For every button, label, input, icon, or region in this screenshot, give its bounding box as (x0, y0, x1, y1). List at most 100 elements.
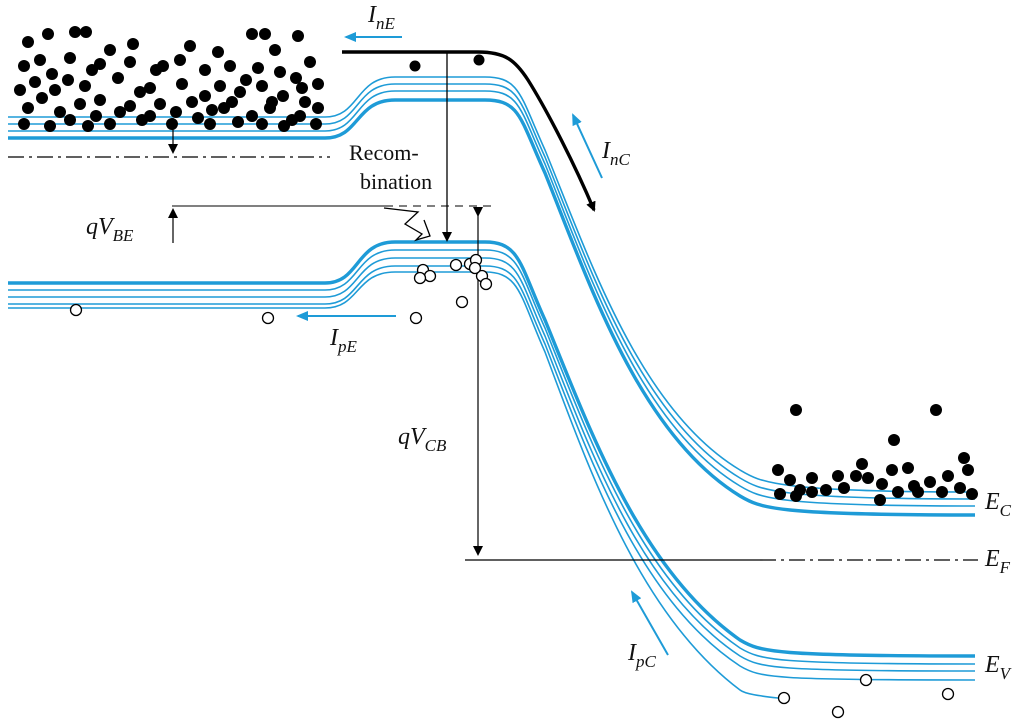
electron (820, 484, 832, 496)
electron (36, 92, 48, 104)
electron (112, 72, 124, 84)
label-e-f: EF (984, 546, 1011, 577)
hole (777, 691, 791, 705)
hole (413, 271, 427, 285)
electron (958, 452, 970, 464)
hole (468, 261, 482, 275)
electron (186, 96, 198, 108)
label-e-v: EV (984, 652, 1013, 683)
electron (886, 464, 898, 476)
electron (22, 36, 34, 48)
electron (312, 78, 324, 90)
label-i-pc: IpC (627, 640, 657, 671)
recombination-zigzag (383, 207, 431, 242)
electron (134, 86, 146, 98)
electron (184, 40, 196, 52)
electron (294, 110, 306, 122)
electron (144, 82, 156, 94)
electron (104, 118, 116, 130)
electron-flow-curve (342, 50, 596, 212)
electron (912, 486, 924, 498)
electron (79, 80, 91, 92)
electron (966, 488, 978, 500)
electron (296, 82, 308, 94)
electron (74, 98, 86, 110)
electron (22, 102, 34, 114)
electron (192, 112, 204, 124)
electron (772, 464, 784, 476)
hole (941, 687, 955, 701)
electron (64, 52, 76, 64)
electron (277, 90, 289, 102)
electron (954, 482, 966, 494)
electron (176, 78, 188, 90)
electron (34, 54, 46, 66)
electron (838, 482, 850, 494)
electron (199, 90, 211, 102)
electron (874, 494, 886, 506)
electron (124, 100, 136, 112)
electron (962, 464, 974, 476)
electron (246, 28, 258, 40)
electron (157, 60, 169, 72)
electron (942, 470, 954, 482)
label-i-pe: IpE (329, 325, 358, 356)
electron (892, 486, 904, 498)
electron (174, 54, 186, 66)
electron (862, 472, 874, 484)
electron (806, 472, 818, 484)
electron (278, 120, 290, 132)
electron (234, 86, 246, 98)
electron (29, 76, 41, 88)
electron (246, 110, 258, 122)
emitter-electrons (14, 26, 324, 132)
electron (259, 28, 271, 40)
electron (82, 120, 94, 132)
label-recombination-line1: Recom- (349, 140, 419, 165)
electron (212, 46, 224, 58)
electron (256, 80, 268, 92)
electron (292, 30, 304, 42)
electron (299, 96, 311, 108)
electron (850, 470, 862, 482)
label-i-nc: InC (601, 138, 631, 169)
electron (304, 56, 316, 68)
electron (806, 486, 818, 498)
electron (269, 44, 281, 56)
electron (856, 458, 868, 470)
hole (409, 311, 423, 325)
hole (261, 311, 275, 325)
electron (310, 118, 322, 130)
electron (214, 80, 226, 92)
electron (888, 434, 900, 446)
collector-electrons (772, 404, 978, 506)
i-pc-arrow (631, 590, 669, 656)
electron (46, 68, 58, 80)
electron (930, 404, 942, 416)
electron (774, 488, 786, 500)
electron (473, 54, 485, 66)
hole (859, 673, 873, 687)
electron (94, 94, 106, 106)
conduction-band (8, 76, 976, 517)
electron (114, 106, 126, 118)
electron (790, 404, 802, 416)
electron (256, 118, 268, 130)
electron (42, 28, 54, 40)
electron (924, 476, 936, 488)
electron (90, 110, 102, 122)
hole (479, 277, 493, 291)
hole (455, 295, 469, 309)
label-i-ne: InE (367, 2, 396, 33)
electron (312, 102, 324, 114)
electron (49, 84, 61, 96)
electron (266, 96, 278, 108)
electron (902, 462, 914, 474)
electron (127, 38, 139, 50)
hole (423, 269, 437, 283)
electron (14, 84, 26, 96)
electron (226, 96, 238, 108)
valence-band (8, 240, 976, 699)
electron (86, 64, 98, 76)
